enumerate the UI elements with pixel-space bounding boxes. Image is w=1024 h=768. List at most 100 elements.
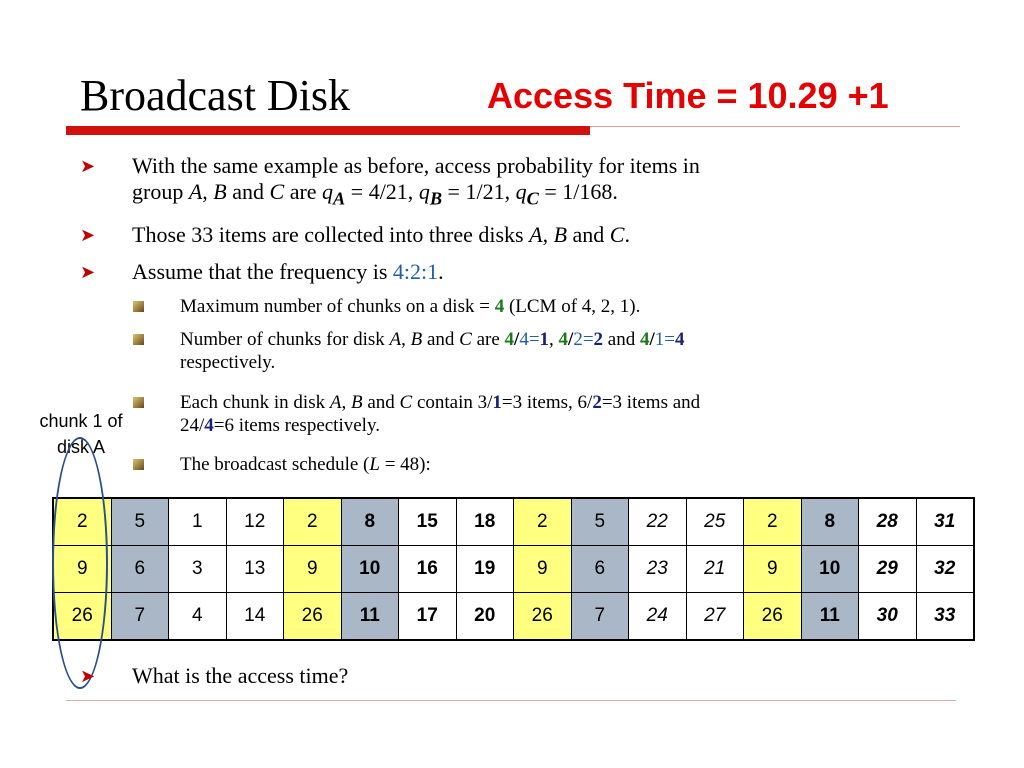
- text-run: ,: [401, 329, 411, 350]
- var-a: A: [529, 222, 543, 247]
- var-c: C: [399, 392, 413, 413]
- num: 4: [639, 329, 650, 350]
- text-run: and: [362, 392, 400, 413]
- var-q: q: [515, 179, 527, 204]
- var-c: C: [609, 222, 625, 247]
- text-run: and: [567, 222, 610, 247]
- arrow-bullet-icon: ➤: [80, 225, 96, 245]
- schedule-cell: 25: [685, 497, 744, 546]
- schedule-cell: 33: [915, 592, 975, 641]
- var-b: B: [553, 222, 568, 247]
- var-b: B: [350, 392, 363, 413]
- slash: /: [514, 329, 520, 350]
- schedule-cell: 9: [283, 545, 342, 593]
- text-run: ,: [202, 179, 214, 204]
- text-run: Those 33 items are collected into three …: [132, 222, 530, 247]
- chunks-disk-a: 1: [539, 329, 550, 350]
- slash: /: [568, 329, 574, 350]
- schedule-cell: 6: [570, 545, 629, 593]
- text-run: and: [226, 179, 270, 204]
- bullet-text: Assume that the frequency is 4:2:1.: [132, 259, 444, 285]
- text-run: (LCM of 4, 2, 1).: [504, 296, 641, 317]
- text-run: group: [132, 179, 189, 204]
- num: 2: [573, 329, 583, 350]
- text-run: =3 items, 6/: [501, 392, 593, 413]
- subbullet-text: Maximum number of chunks on a disk = 4 (…: [180, 295, 640, 318]
- schedule-cell: 26: [743, 592, 802, 641]
- text-run: Each chunk in disk: [180, 392, 330, 413]
- bullet-text: With the same example as before, access …: [132, 153, 700, 211]
- slide-title: Broadcast Disk: [80, 71, 351, 120]
- schedule-cell: 12: [225, 497, 284, 546]
- square-bullet-icon: [133, 334, 144, 345]
- schedule-cell: 10: [800, 545, 859, 593]
- schedule-cell: 3: [168, 545, 227, 593]
- text-run: Assume that the frequency is: [132, 259, 393, 284]
- num: 2: [592, 392, 602, 413]
- text-run: are: [284, 179, 323, 204]
- schedule-cell: 5: [110, 497, 169, 546]
- var-b: B: [213, 179, 227, 204]
- var-c: C: [269, 179, 285, 204]
- max-chunks-value: 4: [494, 296, 505, 317]
- text-run: ,: [542, 222, 554, 247]
- schedule-cell: 14: [225, 592, 284, 641]
- var-a: A: [389, 329, 402, 350]
- arrow-bullet-icon: ➤: [80, 262, 96, 282]
- schedule-cell: 7: [570, 592, 629, 641]
- schedule-cell: 11: [800, 592, 859, 641]
- title-underline-thin: [590, 126, 960, 127]
- schedule-cell: 2: [283, 497, 342, 546]
- prob-value-a: = 4/21,: [345, 179, 419, 204]
- chunk-highlight-ellipse: [52, 437, 108, 689]
- schedule-cell: 16: [398, 545, 457, 593]
- arrow-bullet-icon: ➤: [80, 666, 96, 686]
- square-bullet-icon: [133, 397, 144, 408]
- text-run: .: [624, 222, 630, 247]
- question-text: What is the access time?: [132, 663, 349, 688]
- bullet-text: Those 33 items are collected into three …: [132, 222, 630, 248]
- var-q: q: [322, 179, 334, 204]
- footer-divider: [66, 700, 956, 701]
- schedule-cell: 5: [570, 497, 629, 546]
- var-a: A: [329, 392, 342, 413]
- schedule-cell: 20: [455, 592, 514, 641]
- schedule-cell: 27: [685, 592, 744, 641]
- var-a: A: [188, 179, 203, 204]
- schedule-cell: 31: [915, 497, 975, 546]
- subscript-c: C: [526, 188, 539, 209]
- schedule-cell: 9: [513, 545, 572, 593]
- chunks-disk-c: 4: [674, 329, 685, 350]
- schedule-cell: 2: [513, 497, 572, 546]
- schedule-cell: 23: [628, 545, 687, 593]
- square-bullet-icon: [133, 301, 144, 312]
- text-run: = 48):: [379, 454, 431, 475]
- schedule-cell: 11: [340, 592, 399, 641]
- schedule-cell: 15: [398, 497, 457, 546]
- text-run: ,: [549, 329, 559, 350]
- prob-value-c: = 1/168.: [538, 179, 618, 204]
- text-run: respectively.: [180, 352, 276, 373]
- schedule-cell: 18: [455, 497, 514, 546]
- schedule-cell: 7: [110, 592, 169, 641]
- schedule-cell: 21: [685, 545, 744, 593]
- title-underline-thick: [66, 126, 590, 135]
- schedule-cell: 10: [340, 545, 399, 593]
- num: 4: [519, 329, 529, 350]
- text-run: and: [422, 329, 460, 350]
- text-run: contain 3/: [412, 392, 493, 413]
- subscript-a: A: [333, 188, 346, 209]
- schedule-cell: 26: [283, 592, 342, 641]
- text-run: Maximum number of chunks on a disk =: [180, 296, 495, 317]
- schedule-cell: 17: [398, 592, 457, 641]
- callout-line: chunk 1 of: [39, 411, 123, 431]
- text-run: ,: [341, 392, 351, 413]
- schedule-cell: 30: [858, 592, 917, 641]
- square-bullet-icon: [133, 459, 144, 470]
- text-run: The broadcast schedule (: [180, 454, 370, 475]
- schedule-cell: 26: [513, 592, 572, 641]
- text-run: Number of chunks for disk: [180, 329, 390, 350]
